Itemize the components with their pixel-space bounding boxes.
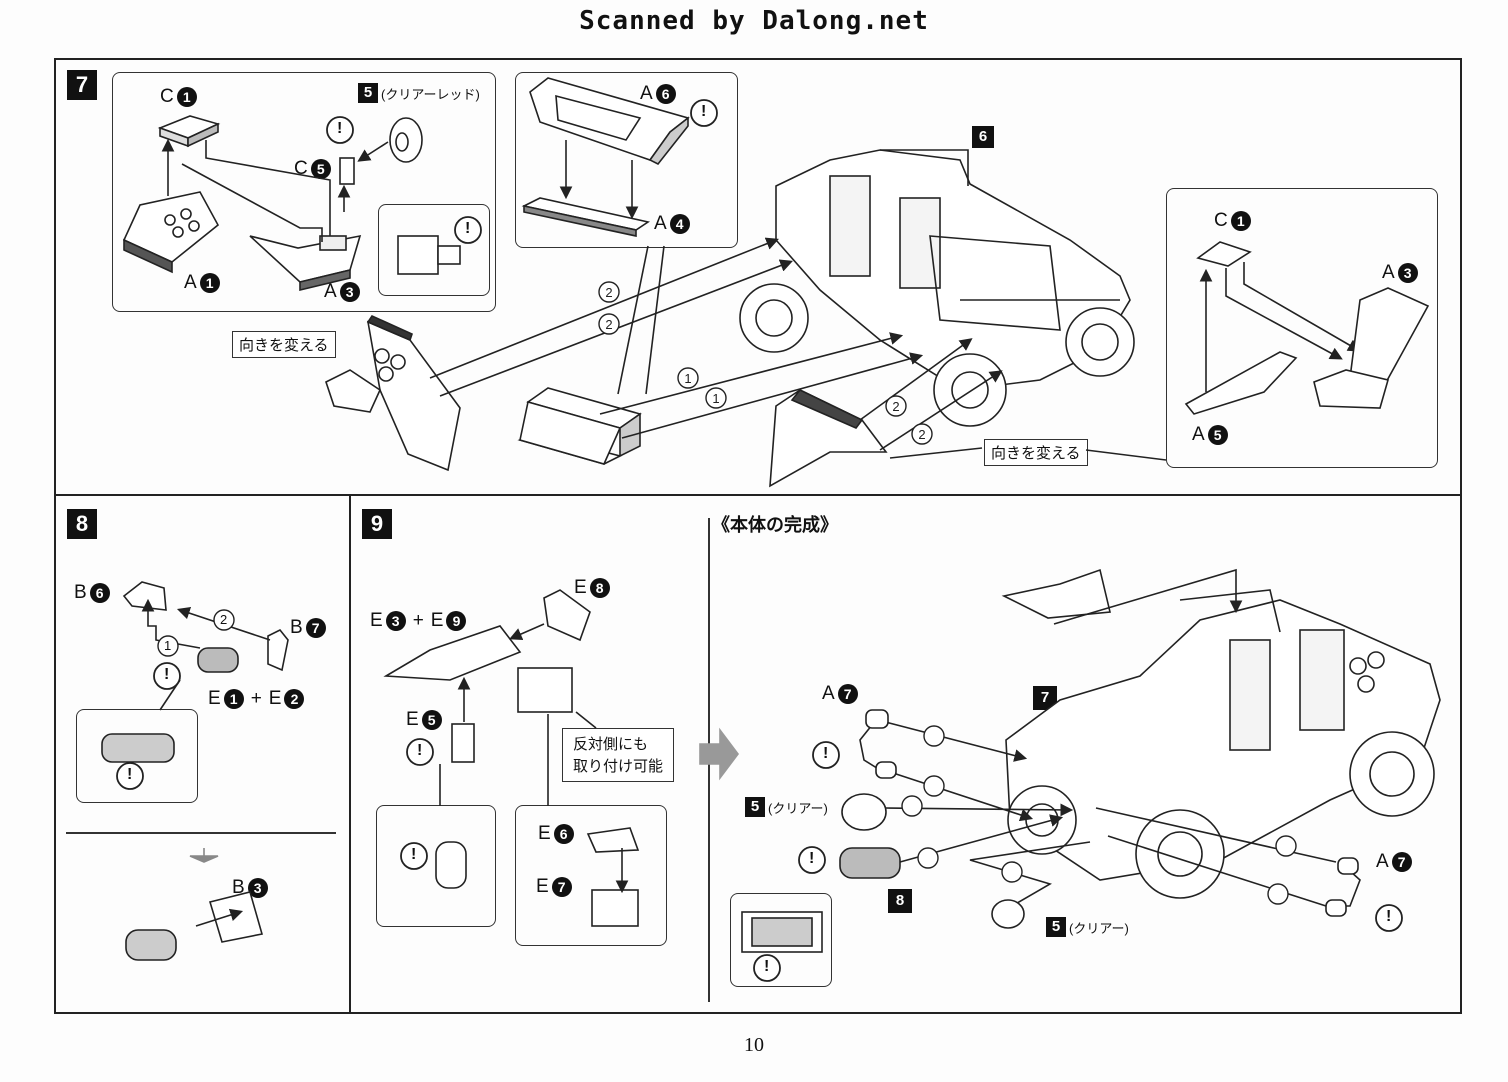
reversible-note: 反対側にも取り付け可能 xyxy=(562,728,675,782)
step-num-2b: 2 xyxy=(605,317,612,332)
part-a1-illustration xyxy=(122,191,220,274)
part-label-clear-2: 5(クリアー) xyxy=(1046,917,1129,937)
warning-markers xyxy=(116,99,1403,982)
step8-divider xyxy=(66,832,336,834)
part-lower-plate-illustration xyxy=(517,387,642,465)
step7-detail-box-right xyxy=(1166,188,1438,468)
part-label-clear-1: 5(クリアー) xyxy=(745,797,828,817)
part-a6-illustration xyxy=(529,77,690,166)
part-right-c1-illustration xyxy=(1196,241,1252,267)
buggy-illustration-top xyxy=(739,149,1135,427)
step6-ref-badge: 6 xyxy=(972,126,994,148)
step7-detail-box-left xyxy=(112,72,496,312)
step-num-2a: 2 xyxy=(605,285,612,300)
part-skid-illustration xyxy=(769,389,888,488)
part-c5-illustration xyxy=(339,157,355,185)
step-9-badge: 9 xyxy=(362,509,392,539)
rotate-note-left: 向きを変える xyxy=(232,331,336,358)
part-a3-illustration xyxy=(249,234,362,292)
step-num-1a: 1 xyxy=(684,371,691,386)
page-number: 10 xyxy=(744,1034,764,1056)
completion-heading: 《本体の完成》 xyxy=(712,515,838,536)
rotate-note-right: 向きを変える xyxy=(984,439,1088,466)
reversible-note-line2: 取り付け可能 xyxy=(573,757,664,775)
step-num-2d: 2 xyxy=(918,427,925,442)
step-circle-markers xyxy=(157,281,1297,905)
part-right-a5-illustration xyxy=(1184,351,1298,415)
step-7-badge: 7 xyxy=(67,70,97,100)
part-front-bumper-illustration xyxy=(325,314,461,472)
step7-detail-box-middle xyxy=(515,72,738,248)
step7-clip-detail-box xyxy=(378,204,490,296)
completion-detail-box xyxy=(730,893,832,987)
step-num-1b: 1 xyxy=(712,391,719,406)
part-c1-illustration xyxy=(157,115,221,148)
step-num-2c: 2 xyxy=(892,399,899,414)
step9-detail-box-left xyxy=(376,805,496,927)
step8-detail-box xyxy=(76,709,198,803)
reversible-note-line1: 反対側にも xyxy=(573,735,649,753)
part-b5-clear-red-illustration xyxy=(389,117,423,163)
part-a4-illustration xyxy=(521,197,651,237)
part-label-clear-red: 5(クリアーレッド) xyxy=(358,83,480,103)
step-9-panel xyxy=(349,494,1462,1014)
part-right-a3-illustration xyxy=(1313,287,1430,409)
buggy-illustration-completed xyxy=(1005,589,1441,899)
scanned-by-header: Scanned by Dalong.net xyxy=(579,6,929,36)
completion-step8-badge: 8 xyxy=(888,889,912,913)
step-8-badge: 8 xyxy=(67,509,97,539)
step9-detail-box-right xyxy=(515,805,667,946)
